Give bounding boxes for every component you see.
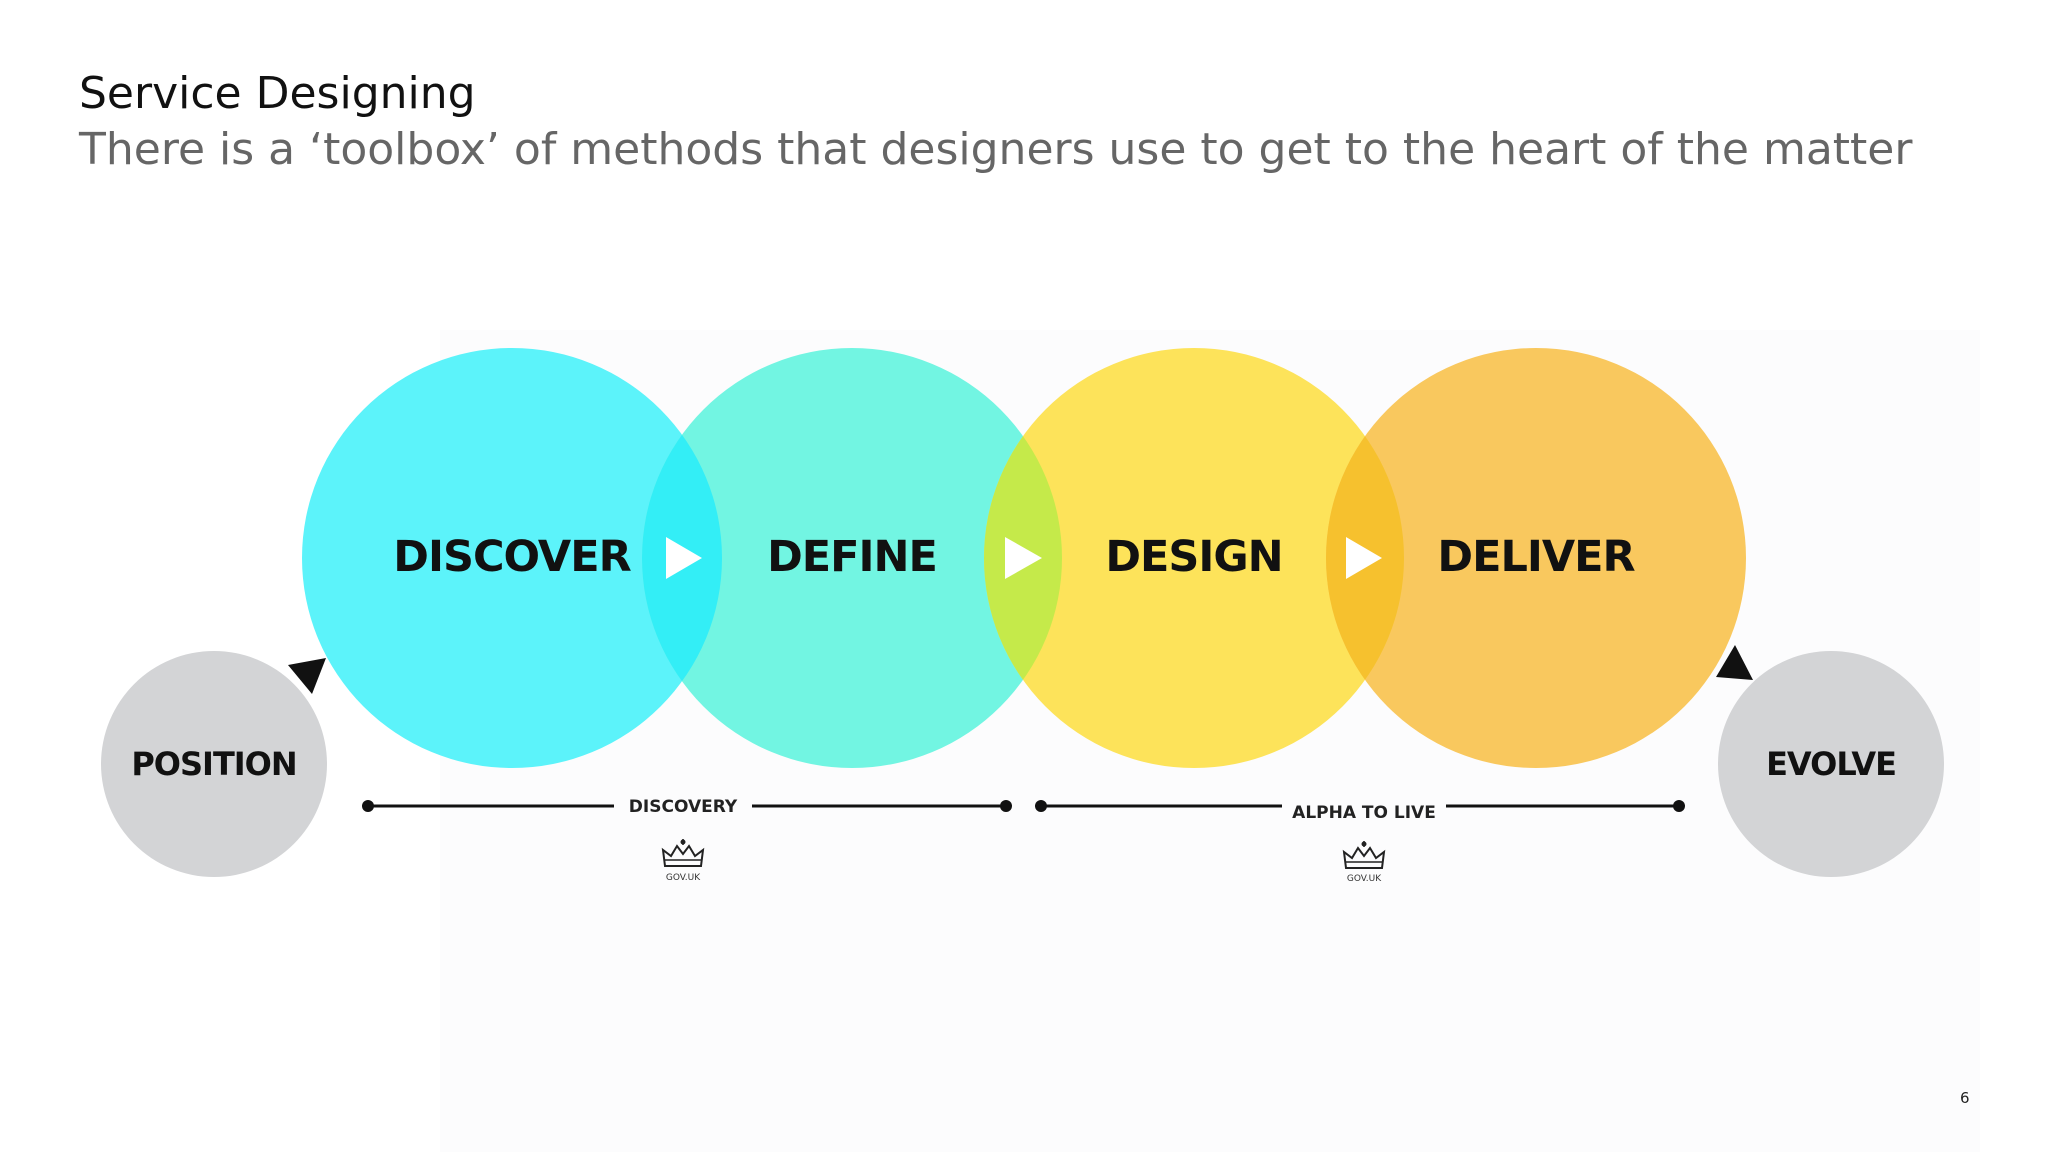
position-label: POSITION — [131, 745, 296, 783]
play-arrow-icon — [666, 537, 702, 579]
arrowhead-icon — [288, 658, 326, 694]
design-circle — [984, 348, 1404, 768]
discover-circle — [302, 348, 722, 768]
evolve-circle — [1718, 651, 1944, 877]
evolve-label: EVOLVE — [1766, 745, 1896, 783]
govuk-logo-text: GOV.UK — [666, 873, 701, 883]
discover-label: DISCOVER — [393, 532, 631, 582]
range-endpoint-dot — [1673, 800, 1685, 812]
range-endpoint-dot — [362, 800, 374, 812]
alpha-to-live-range-label: ALPHA TO LIVE — [1292, 803, 1436, 823]
arrowhead-icon — [1716, 645, 1753, 680]
range-endpoint-dot — [1035, 800, 1047, 812]
range-endpoint-dot — [1000, 800, 1012, 812]
crown-icon — [661, 839, 705, 867]
play-arrow-icon — [1005, 537, 1042, 579]
discovery-range-label: DISCOVERY — [629, 797, 738, 817]
slide-title: Service Designing — [79, 68, 476, 119]
play-arrow-icon — [1346, 537, 1382, 579]
page-number: 6 — [1960, 1089, 1970, 1107]
slide-subtitle: There is a ‘toolbox’ of methods that des… — [79, 124, 1913, 175]
define-circle — [642, 348, 1062, 768]
deliver-circle — [1326, 348, 1746, 768]
define-label: DEFINE — [767, 532, 937, 582]
deliver-label: DELIVER — [1437, 532, 1635, 582]
govuk-logo-text: GOV.UK — [1347, 874, 1382, 884]
design-label: DESIGN — [1105, 532, 1282, 582]
position-circle — [101, 651, 327, 877]
crown-icon — [1342, 841, 1386, 869]
